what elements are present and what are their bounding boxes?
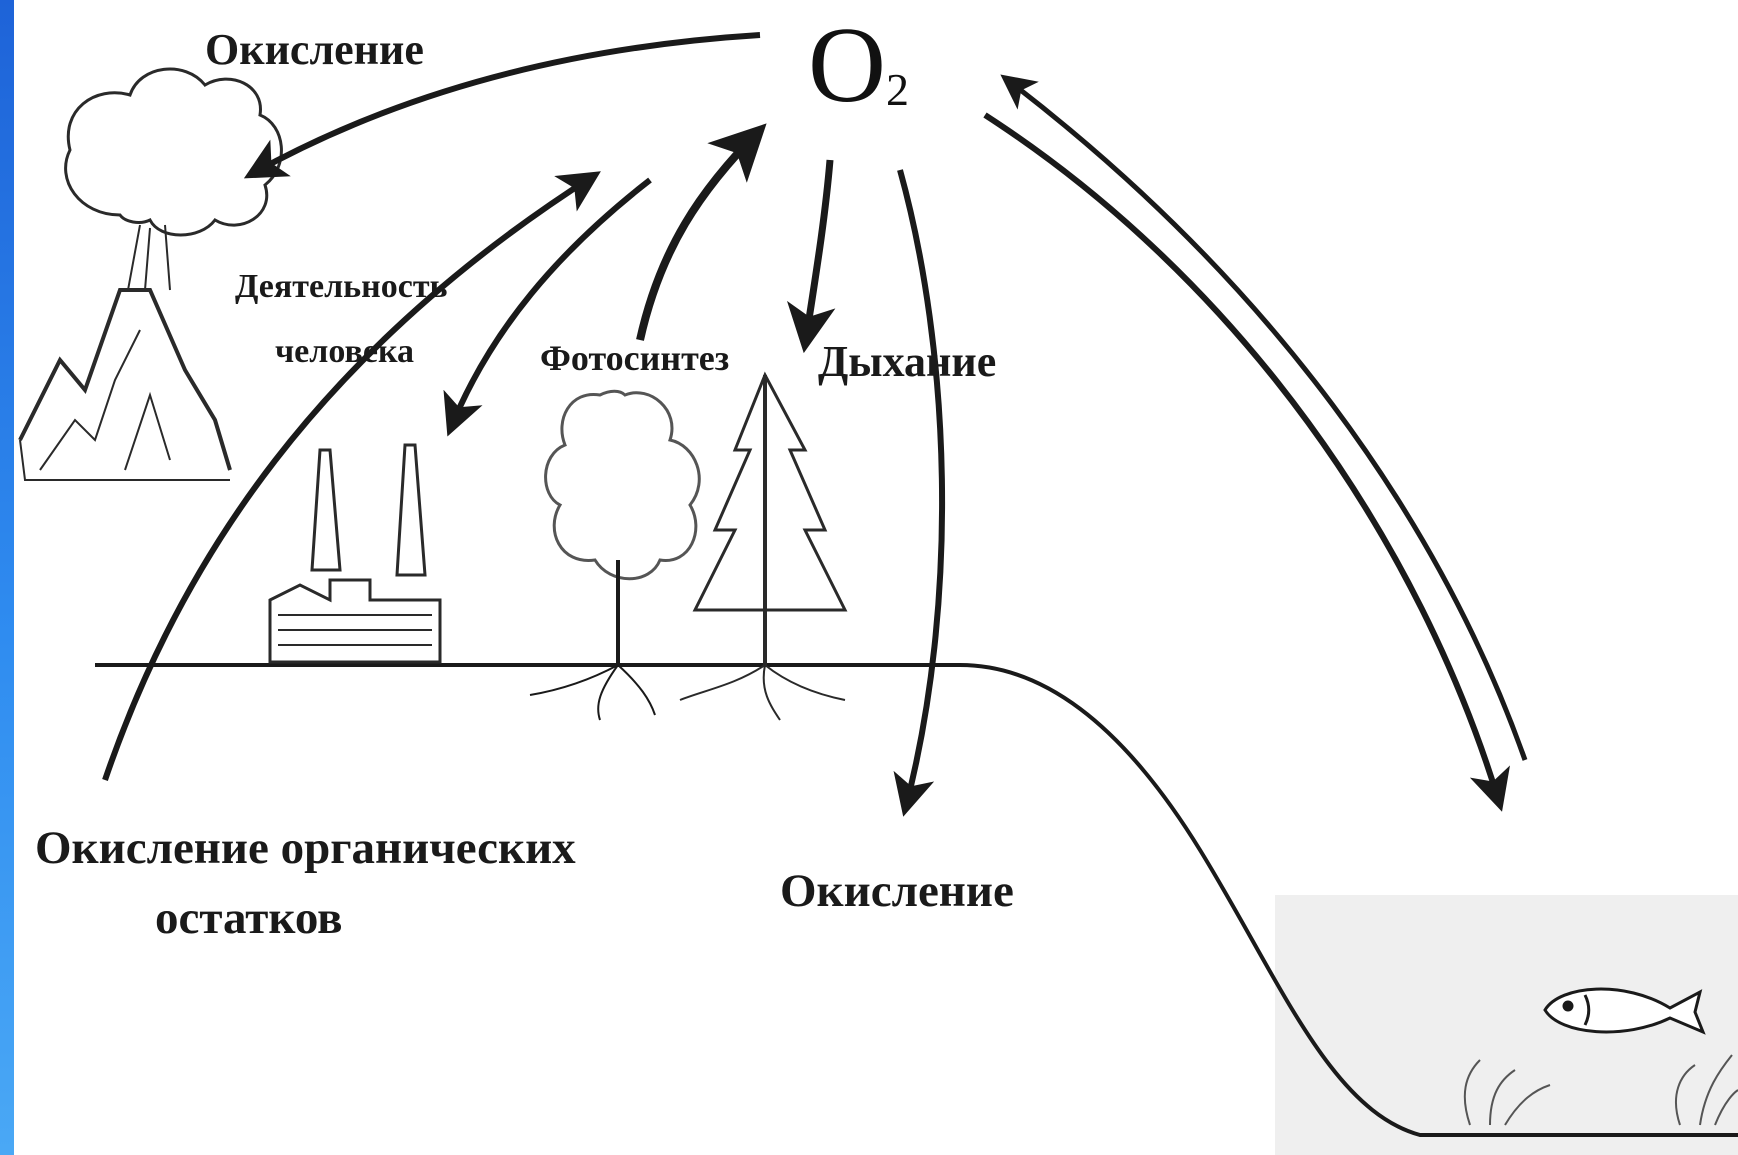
arrow-water-down <box>985 115 1500 805</box>
factory-icon <box>270 445 440 662</box>
arrow-oxidation-bottom <box>900 170 942 810</box>
arrows <box>105 35 1525 810</box>
oxygen-symbol: O2 <box>808 12 909 120</box>
label-oxidation-volcano: Окисление <box>205 28 424 72</box>
arrow-respiration <box>805 160 830 345</box>
arrow-oxidation-organic <box>105 175 595 780</box>
label-human-activity-line1: Деятельность <box>235 270 448 304</box>
label-oxidation-organic-line2: остатков <box>155 895 343 942</box>
label-respiration: Дыхание <box>818 340 996 384</box>
arrow-photosynthesis <box>640 130 760 340</box>
spruce-tree-icon <box>680 375 845 720</box>
deciduous-tree-icon <box>530 391 699 720</box>
label-oxidation-bottom: Окисление <box>780 868 1014 915</box>
water-area <box>1275 895 1738 1155</box>
label-oxidation-organic-line1: Окисление органических <box>35 825 576 872</box>
label-human-activity-line2: человека <box>275 335 414 369</box>
label-photosynthesis: Фотосинтез <box>540 340 729 376</box>
